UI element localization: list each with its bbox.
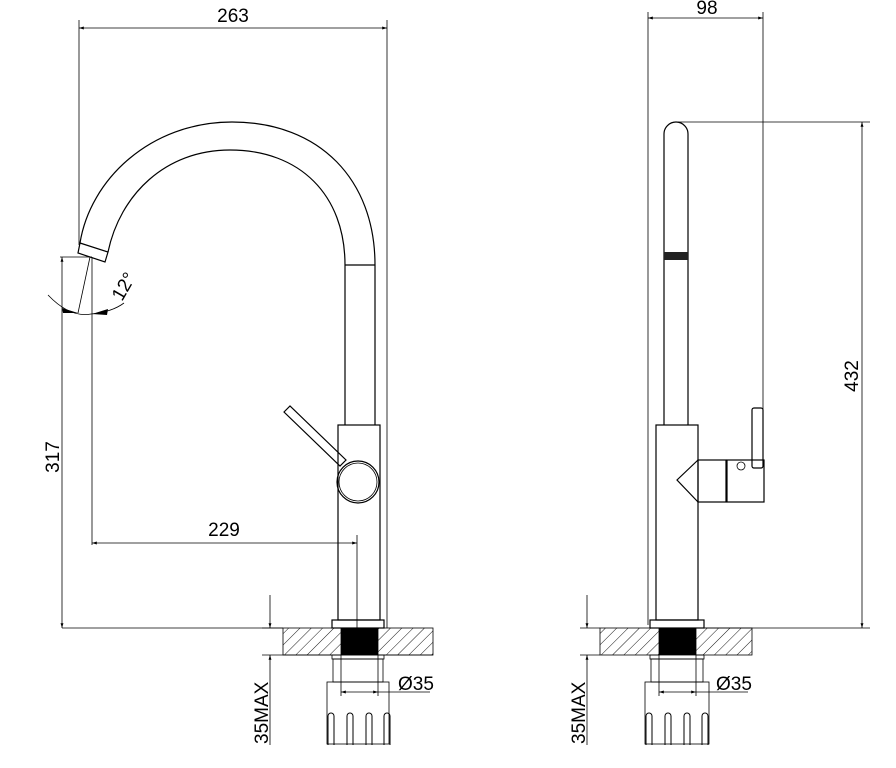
- front-view: 263 12° 317 229 Ø35 35MAX: [43, 6, 434, 745]
- spout: [77, 121, 376, 425]
- lever-handle: [283, 405, 347, 467]
- countertop-section: Ø35 35MAX: [62, 595, 434, 745]
- diameter-label: Ø35: [716, 674, 752, 695]
- angle-label: 12°: [108, 269, 141, 304]
- spout-side: [663, 121, 689, 425]
- side-view: 98 432 Ø35 35MAX: [569, 0, 870, 745]
- max-thickness-label: 35MAX: [252, 681, 273, 744]
- dimension-reach-229: 229: [92, 520, 358, 628]
- faucet-body-side: [649, 407, 765, 629]
- countertop-section-side: Ø35 35MAX: [569, 595, 753, 745]
- dimension-label: 317: [43, 441, 64, 473]
- dimension-height-317: 317: [43, 256, 93, 628]
- dimension-height-432: 432: [676, 121, 870, 629]
- dimension-label: 229: [208, 520, 240, 541]
- dimension-depth-98: 98: [647, 0, 764, 625]
- max-thickness-label: 35MAX: [569, 681, 590, 744]
- faucet-body: [283, 405, 385, 629]
- dimension-width-263: 263: [78, 6, 388, 628]
- lever-handle: [751, 407, 764, 469]
- diameter-label: Ø35: [398, 674, 434, 695]
- dimension-label: 432: [842, 360, 863, 392]
- dimension-label: 98: [696, 0, 717, 19]
- dimension-label: 263: [217, 6, 249, 27]
